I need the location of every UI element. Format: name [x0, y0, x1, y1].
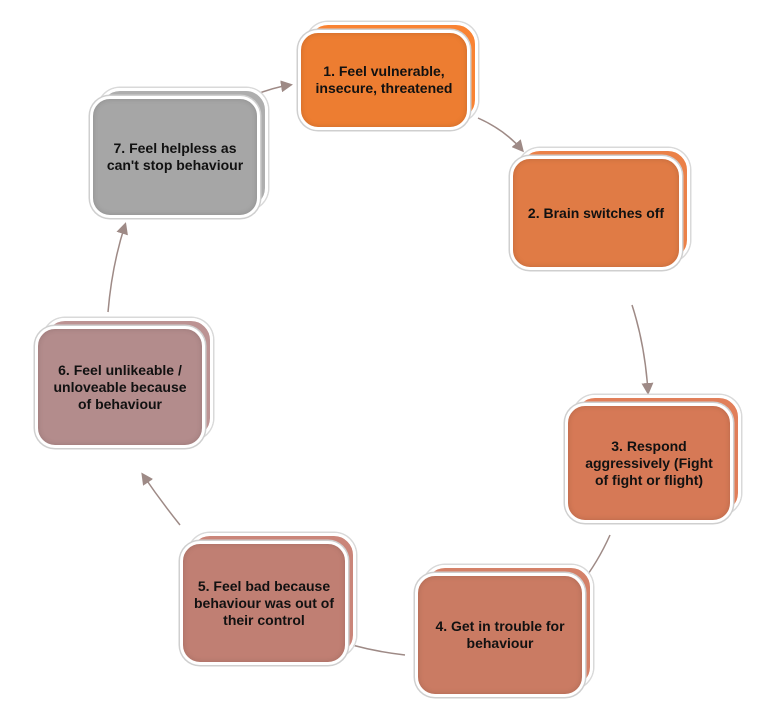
step-2-box: 2. Brain switches off	[510, 148, 690, 270]
step-2-label: 2. Brain switches off	[527, 204, 665, 221]
step-7-front: 7. Feel helpless as can't stop behaviour	[90, 96, 260, 218]
step-3-label: 3. Respond aggressively (Fight of fight …	[585, 437, 713, 488]
step-6-front: 6. Feel unlikeable / unloveable because …	[35, 326, 205, 448]
step-4-front: 4. Get in trouble for behaviour	[415, 573, 585, 697]
step-4-label: 4. Get in trouble for behaviour	[435, 618, 565, 651]
step-7-label: 7. Feel helpless as can't stop behaviour	[106, 140, 244, 173]
arrow-5-to-6	[141, 472, 181, 526]
arrow-4-to-5	[351, 644, 406, 656]
arrow-2-to-3	[631, 304, 654, 395]
step-2-front: 2. Brain switches off	[510, 156, 682, 270]
arrow-1-to-2	[477, 117, 524, 153]
step-5-front: 5. Feel bad because behaviour was out of…	[180, 541, 348, 665]
step-1-front: 1. Feel vulnerable, insecure, threatened	[298, 30, 470, 130]
step-1-box: 1. Feel vulnerable, insecure, threatened	[298, 22, 478, 130]
step-6-box: 6. Feel unlikeable / unloveable because …	[35, 318, 213, 448]
step-4-box: 4. Get in trouble for behaviour	[415, 565, 593, 697]
arrow-6-to-7	[107, 222, 128, 313]
step-3-box: 3. Respond aggressively (Fight of fight …	[565, 395, 741, 523]
step-3-front: 3. Respond aggressively (Fight of fight …	[565, 403, 733, 523]
step-5-label: 5. Feel bad because behaviour was out of…	[193, 577, 334, 628]
step-6-label: 6. Feel unlikeable / unloveable because …	[53, 361, 187, 412]
step-7-box: 7. Feel helpless as can't stop behaviour	[90, 88, 268, 218]
step-1-label: 1. Feel vulnerable, insecure, threatened	[315, 63, 453, 96]
step-5-box: 5. Feel bad because behaviour was out of…	[180, 533, 356, 665]
